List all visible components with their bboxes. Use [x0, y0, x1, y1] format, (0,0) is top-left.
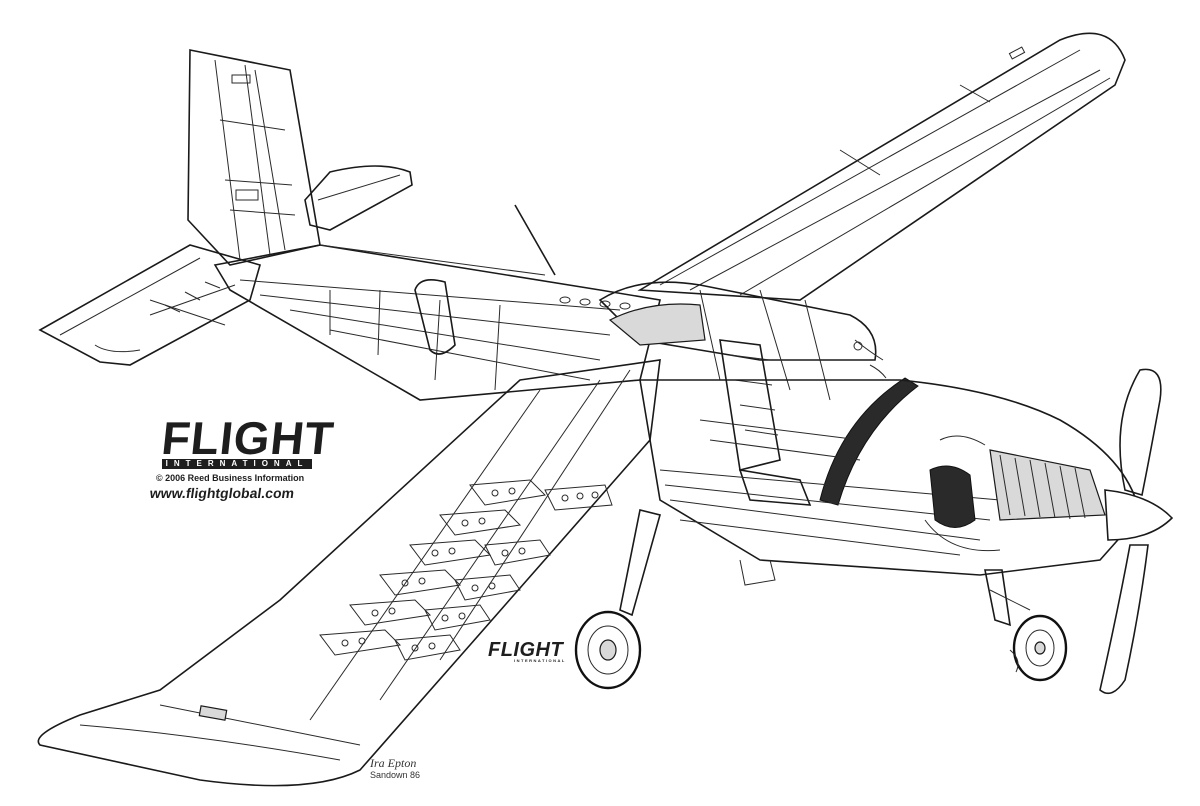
website-link[interactable]: www.flightglobal.com: [148, 485, 296, 501]
vertical-fin: [187, 49, 321, 266]
left-wing: [37, 359, 661, 787]
main-landing-gear: [574, 509, 776, 690]
copyright-text: © 2006 Reed Business Information: [156, 473, 305, 483]
flight-logo-small-subtitle: INTERNATIONAL: [514, 658, 566, 663]
left-stabiliser: [38, 244, 261, 366]
propeller: [1099, 368, 1162, 695]
cockpit-canopy: [598, 281, 919, 506]
forward-fuselage: [639, 379, 1174, 576]
flight-logo: FLIGHT: [159, 412, 337, 464]
right-stabiliser: [304, 165, 413, 231]
flight-international-branding: FLIGHT INTERNATIONAL © 2006 Reed Busines…: [148, 412, 337, 501]
flight-logo-small-text: FLIGHT: [488, 639, 564, 661]
flight-logo-small: FLIGHT INTERNATIONAL: [488, 640, 568, 663]
flight-logo-subtitle: INTERNATIONAL: [162, 459, 312, 469]
wing-ribs: [319, 479, 613, 661]
right-wing: [637, 32, 1126, 301]
engine: [924, 435, 1106, 552]
artist-signature: Ira Epton: [370, 756, 417, 770]
nose-landing-gear: [984, 569, 1068, 682]
artist-location: Sandown 86: [370, 770, 421, 780]
rear-fuselage: [213, 204, 661, 401]
